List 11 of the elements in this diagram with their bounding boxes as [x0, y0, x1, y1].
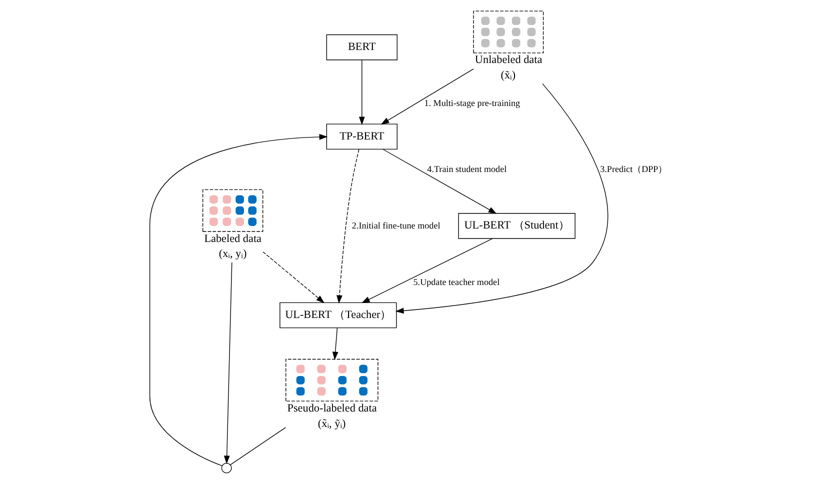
- edge-label: 5.Update teacher model: [413, 276, 500, 287]
- node-label: (x̃ᵢ): [500, 70, 516, 82]
- node-label: Pseudo-labeled data: [287, 402, 377, 414]
- edge-label: 3.Predict（DPP）: [600, 164, 668, 174]
- edge-label: 2.Initial fine-tune model: [352, 220, 440, 230]
- node-label: Labeled data: [204, 232, 262, 245]
- edge-label: 1. Multi-stage pre-training: [424, 98, 520, 108]
- node-label: Unlabeled data: [474, 54, 542, 66]
- node-label: (x̃ᵢ, ỹᵢ): [318, 418, 346, 430]
- edge-label: 4.Train student model: [427, 164, 507, 174]
- node-label: (xᵢ, yᵢ): [218, 248, 247, 260]
